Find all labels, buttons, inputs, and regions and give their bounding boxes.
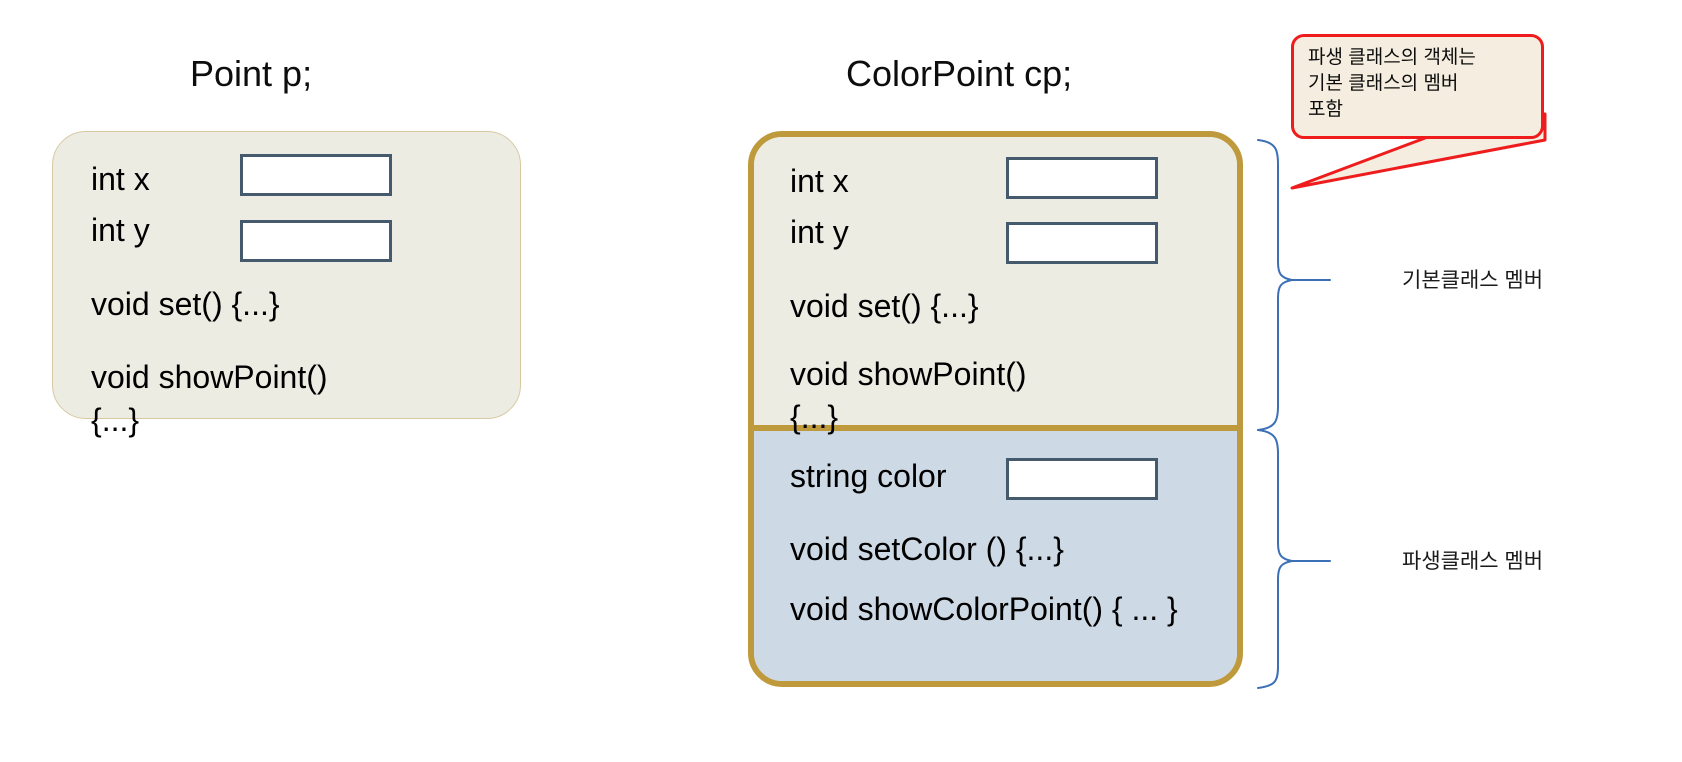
base-slot-x — [240, 154, 392, 196]
base-slot-y — [240, 220, 392, 262]
derived-inherited-member-set: void set() {...} — [790, 288, 979, 324]
callout-balloon: 파생 클래스의 객체는 기본 클래스의 멤버 포함 — [1291, 34, 1544, 139]
base-member-set: void set() {...} — [91, 286, 280, 322]
derived-member-set-color: void setColor () {...} — [790, 531, 1064, 567]
brace-label-base-members: 기본클래스 멤버 — [1402, 269, 1544, 292]
brace-label-derived-members: 파생클래스 멤버 — [1402, 550, 1544, 573]
derived-members-brace — [1257, 429, 1331, 689]
derived-object-title: ColorPoint cp; — [846, 53, 1073, 94]
base-member-int-x: int x — [91, 161, 150, 197]
base-member-int-y: int y — [91, 212, 150, 248]
derived-member-string-color: string color — [790, 458, 947, 494]
base-member-show-point: void showPoint() — [91, 359, 328, 395]
derived-inherited-member-int-x: int x — [790, 163, 849, 199]
derived-slot-color — [1006, 458, 1158, 500]
section-divider — [754, 425, 1237, 431]
derived-member-show-color-point: void showColorPoint() { ... } — [790, 591, 1178, 627]
derived-slot-x — [1006, 157, 1158, 199]
base-object-title: Point p; — [190, 53, 313, 94]
base-member-show-point-body: {...} — [91, 402, 140, 438]
derived-slot-y — [1006, 222, 1158, 264]
derived-inherited-member-int-y: int y — [790, 214, 849, 250]
callout-body — [1291, 34, 1544, 139]
derived-object-box — [748, 131, 1243, 687]
derived-inherited-member-show-point: void showPoint() — [790, 356, 1027, 392]
derived-inherited-member-show-point-body: {...} — [790, 399, 839, 435]
callout-text: 파생 클래스의 객체는 기본 클래스의 멤버 포함 — [1308, 47, 1476, 121]
